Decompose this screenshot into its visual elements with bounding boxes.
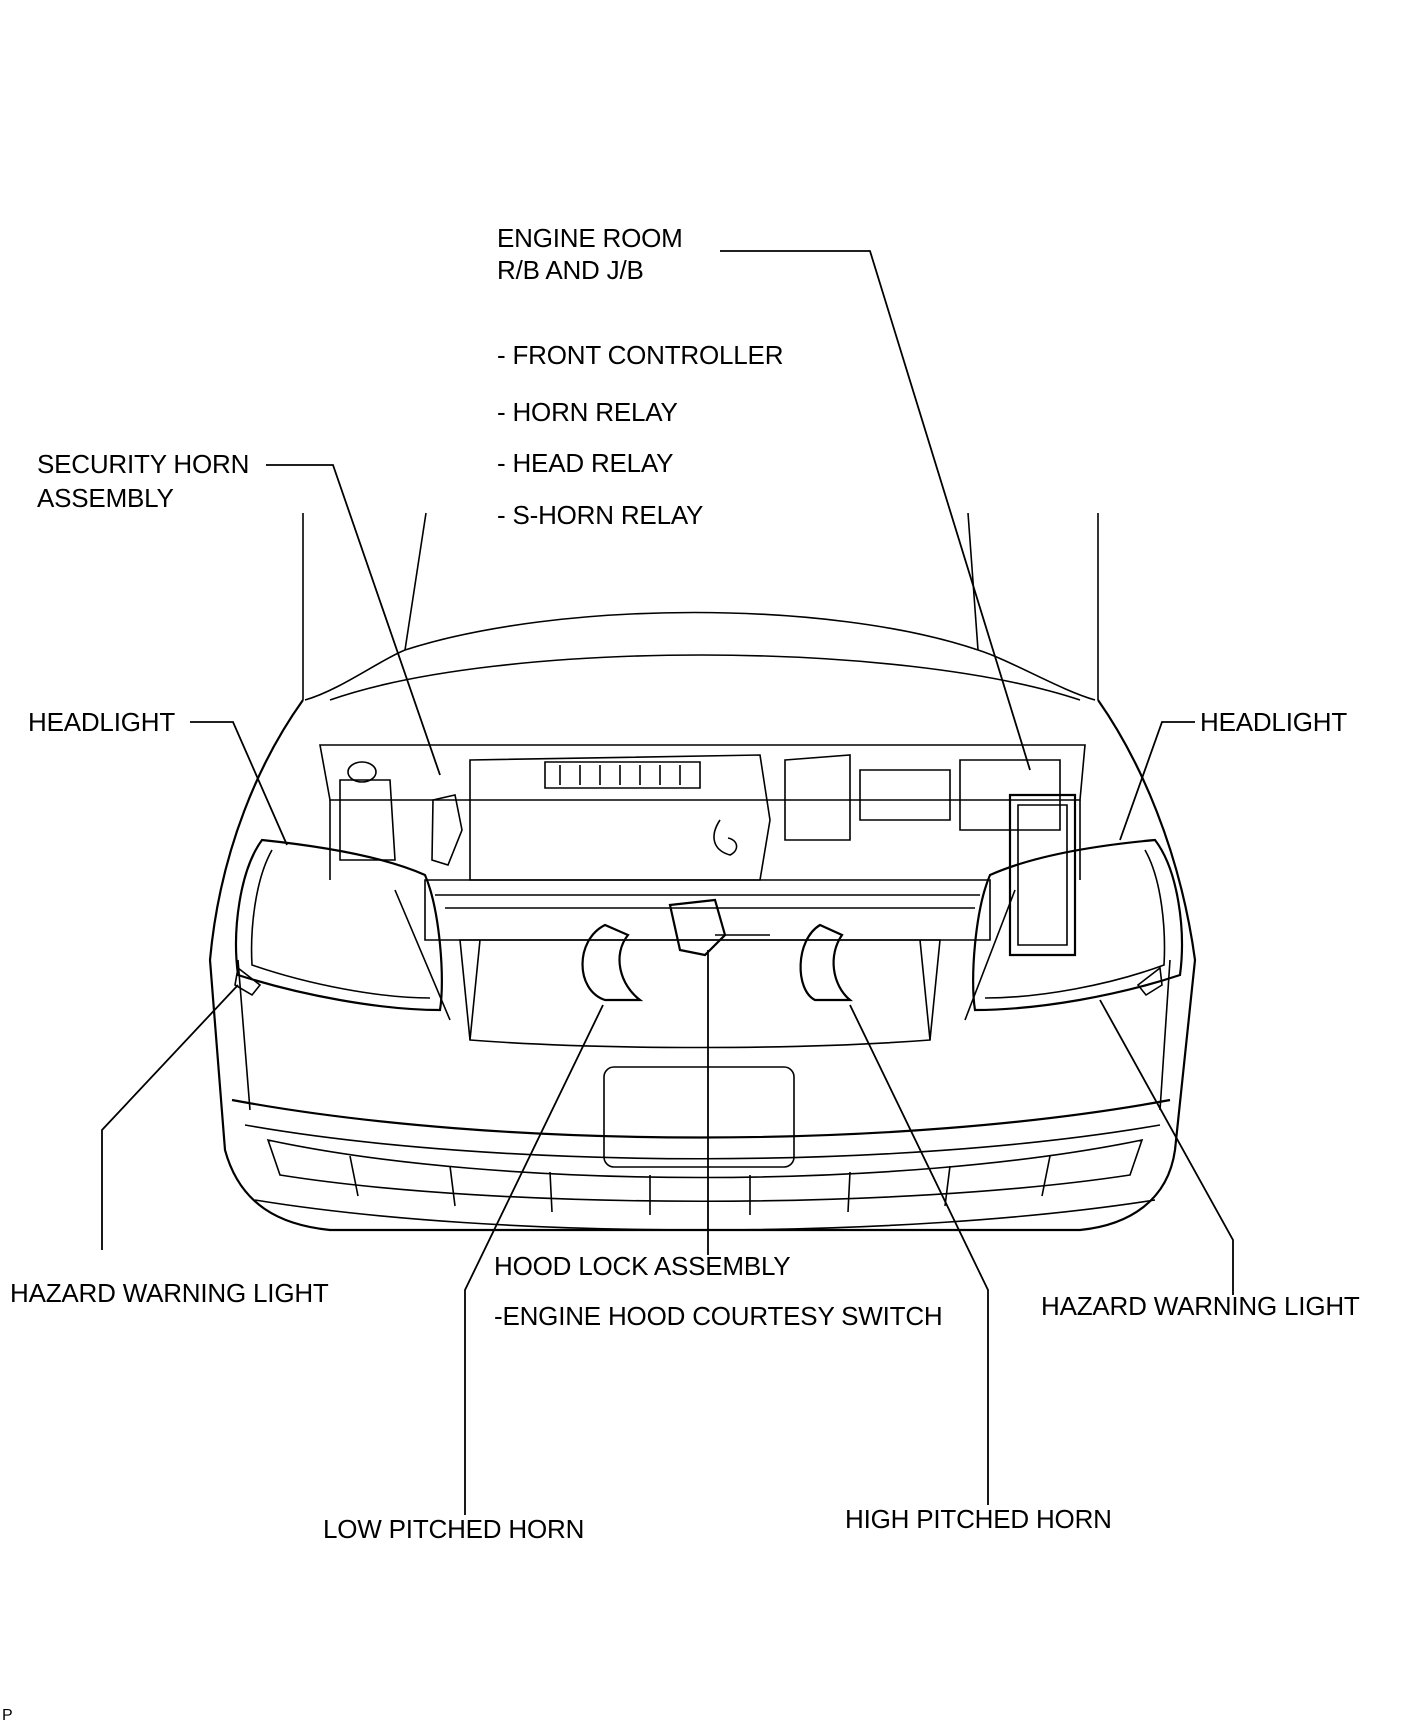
hood-switch-label: -ENGINE HOOD COURTESY SWITCH xyxy=(494,1301,943,1331)
headlight-left-label: HEADLIGHT xyxy=(28,707,176,737)
head-relay-label: - HEAD RELAY xyxy=(497,448,674,478)
security-horn-label-line1: SECURITY HORN xyxy=(37,449,250,479)
engine-room-label: ENGINE ROOM xyxy=(497,223,683,253)
low-horn-label: LOW PITCHED HORN xyxy=(323,1514,585,1544)
high-horn-label: HIGH PITCHED HORN xyxy=(845,1504,1112,1534)
hazard-right-label: HAZARD WARNING LIGHT xyxy=(1041,1291,1360,1321)
front-controller-label: - FRONT CONTROLLER xyxy=(497,340,784,370)
s-horn-relay-label: - S-HORN RELAY xyxy=(497,500,704,530)
hazard-left-label: HAZARD WARNING LIGHT xyxy=(10,1278,329,1308)
headlight-right-label: HEADLIGHT xyxy=(1200,707,1348,737)
hood-lock-label: HOOD LOCK ASSEMBLY xyxy=(494,1251,791,1281)
corner-mark: P xyxy=(2,1707,13,1724)
security-horn-label-line2: ASSEMBLY xyxy=(37,483,174,513)
rb-jb-label: R/B AND J/B xyxy=(497,255,644,285)
horn-relay-label: - HORN RELAY xyxy=(497,397,678,427)
